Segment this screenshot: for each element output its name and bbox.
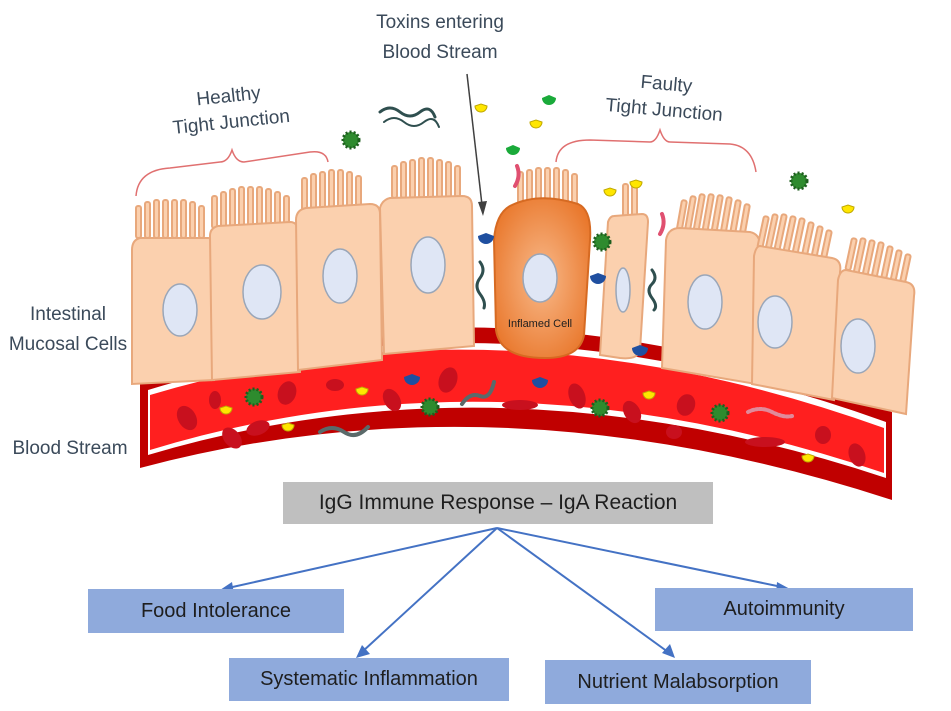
virus-icon [420,397,440,417]
blood-stream-label: Blood Stream [12,438,127,459]
virus-icon [244,387,264,407]
cell [378,157,476,356]
virus-icon [341,130,361,150]
cell [131,199,215,386]
virus-icon [590,398,610,418]
inflamed-cell: Inflamed Cell [492,167,592,360]
nutrient-malabsorption-box: Nutrient Malabsorption [545,660,811,704]
toxin-particles [219,95,855,463]
cell [750,213,842,402]
cell [294,169,384,372]
healthy-label-line1: Healthy [195,83,262,111]
faulty-label-line2: Tight Junction [605,95,724,126]
toxin-arrow [466,73,487,216]
bacteria-squiggles [318,106,794,438]
autoimmunity-box: Autoimmunity [655,588,913,631]
red-blood-cells [176,367,866,467]
cell [208,186,302,382]
faulty-cells [598,181,916,416]
healthy-label-line2: Tight Junction [172,106,291,139]
systematic-inflammation-box: Systematic Inflammation [229,658,509,701]
virus-icons [244,130,809,423]
toxins-label-line2: Blood Stream [382,42,497,63]
virus-icon [710,403,730,423]
food-intolerance-box: Food Intolerance [88,589,344,633]
mucosal-label-line2: Mucosal Cells [9,334,127,355]
inflamed-cell-label: Inflamed Cell [508,318,572,330]
faulty-bracket [555,127,757,173]
cell [660,193,762,386]
mucosal-label-line1: Intestinal [30,304,106,325]
cell [598,181,650,360]
healthy-bracket [135,147,329,197]
virus-icon [789,171,809,191]
immune-response-box: IgG Immune Response – IgA Reaction [283,482,713,524]
cell [830,237,916,416]
faulty-label-line1: Faulty [640,72,694,97]
virus-icon [592,232,612,252]
toxins-label-line1: Toxins entering [376,12,504,33]
healthy-cells [131,157,476,386]
